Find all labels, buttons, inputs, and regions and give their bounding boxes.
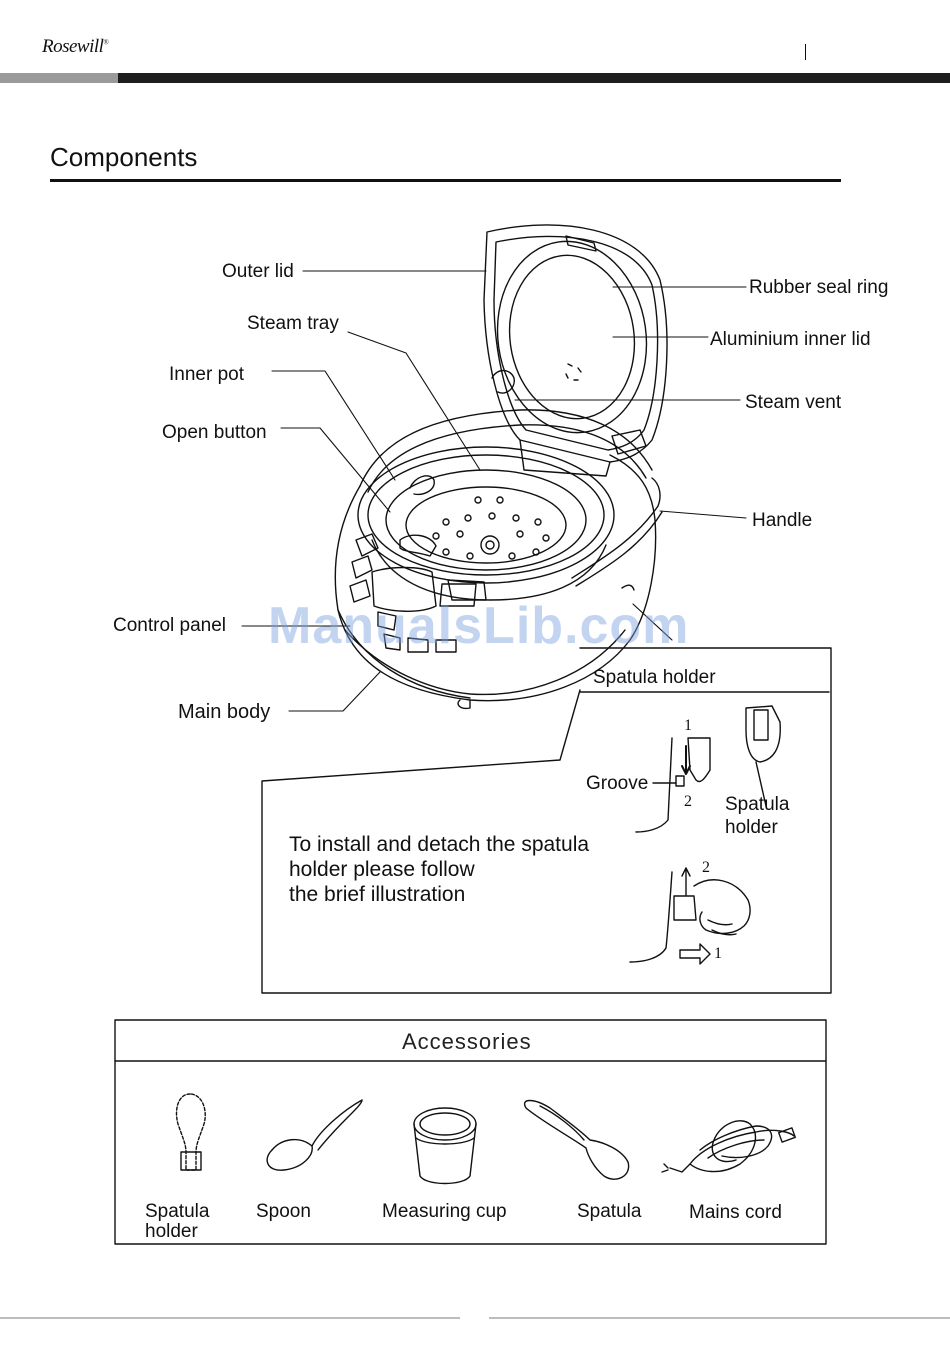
section-title: Components [50, 142, 198, 172]
brand-logo: Rosewill® [42, 36, 109, 58]
holder-label-line1: Spatula [725, 794, 790, 815]
footer-line-right [489, 1317, 950, 1319]
accessory-label-spoon: Spoon [256, 1201, 311, 1222]
label-steam-vent: Steam vent [745, 392, 842, 413]
spatula-box-title: Spatula holder [593, 667, 716, 688]
instruction-line-2: holder please follow [289, 858, 475, 881]
spatula-holder-box [261, 647, 832, 994]
inner-pot-drawing [357, 446, 615, 601]
step-number-1b: 1 [714, 945, 722, 962]
brand-name: Rosewill [42, 36, 104, 57]
header-band-black [118, 73, 950, 83]
accessory-label-line: holder [145, 1221, 198, 1242]
accessories-table [114, 1019, 827, 1245]
control-panel-drawing [349, 533, 487, 653]
accessory-label-measuring-cup: Measuring cup [382, 1201, 507, 1222]
step-number-2b: 2 [702, 859, 710, 876]
accessory-label-spatula: Spatula [577, 1201, 642, 1222]
label-inner-pot: Inner pot [169, 364, 244, 385]
spoon-accessory-drawing [266, 1099, 363, 1171]
label-aluminium-inner-lid: Aluminium inner lid [710, 329, 871, 350]
instruction-line-3: the brief illustration [289, 883, 466, 906]
watermark: ManualsLib.com [268, 597, 690, 655]
accessories-title: Accessories [402, 1029, 532, 1054]
label-control-panel: Control panel [113, 615, 227, 636]
label-groove: Groove [586, 773, 649, 794]
instructions-text: To install and detach the spatula holder… [289, 832, 589, 907]
header-divider [805, 44, 806, 60]
section-rule [50, 179, 841, 182]
accessory-label-line: Spatula [145, 1201, 210, 1222]
spatula-holder-accessory-drawing [175, 1093, 206, 1171]
leader-lines [241, 270, 747, 712]
trademark-mark: ® [103, 38, 109, 47]
label-handle: Handle [752, 510, 813, 531]
mains-cord-accessory-drawing [661, 1120, 796, 1173]
footer-line-left [0, 1317, 460, 1319]
main-body-drawing [334, 409, 663, 710]
label-steam-tray: Steam tray [247, 313, 339, 334]
spatula-accessory-drawing [523, 1099, 630, 1180]
step-number-1: 1 [684, 717, 692, 734]
outer-lid-drawing [483, 224, 668, 477]
step-number-2: 2 [684, 793, 692, 810]
label-rubber-seal-ring: Rubber seal ring [749, 277, 889, 298]
header-band-grey [0, 73, 118, 83]
accessory-label-spatula-holder: Spatula holder [145, 1202, 209, 1242]
instruction-line-1: To install and detach the spatula [289, 833, 590, 856]
holder-label-line2: holder [725, 817, 778, 838]
label-outer-lid: Outer lid [222, 261, 294, 282]
label-open-button: Open button [162, 422, 267, 443]
accessory-label-mains-cord: Mains cord [689, 1202, 782, 1223]
measuring-cup-accessory-drawing [413, 1107, 477, 1185]
label-main-body: Main body [178, 701, 271, 723]
